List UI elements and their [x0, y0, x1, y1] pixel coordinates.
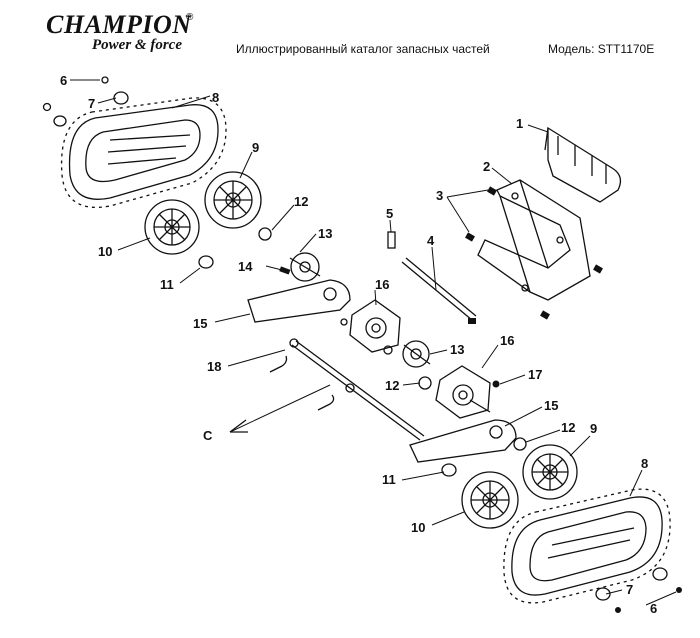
- track-lower-right: [503, 488, 671, 604]
- callout-6-upper: 6: [60, 73, 67, 88]
- callout-1: 1: [516, 116, 523, 131]
- callout-7-upper: 7: [88, 96, 95, 111]
- registered-mark: ®: [186, 12, 194, 23]
- key-14: [279, 266, 291, 275]
- callout-6-lower: 6: [650, 601, 657, 616]
- spacer-11-upper: [198, 255, 214, 269]
- brand-tagline: Power & force: [92, 37, 182, 53]
- housing-2: [477, 179, 591, 301]
- callout-5: 5: [386, 206, 393, 221]
- callout-16-upper: 16: [375, 277, 389, 292]
- callout-17: 17: [528, 367, 542, 382]
- callout-4: 4: [427, 233, 435, 248]
- callout-18: 18: [207, 359, 221, 374]
- bearing-housing-16-lower: [435, 365, 491, 419]
- callout-9-lower: 9: [590, 421, 597, 436]
- axle-18: [269, 338, 425, 441]
- callout-8-upper: 8: [212, 90, 219, 105]
- direction-label: C: [203, 428, 213, 443]
- callout-10-lower: 10: [411, 520, 425, 535]
- callout-14: 14: [238, 259, 253, 274]
- callout-16-lower: 16: [500, 333, 514, 348]
- wheel-9-upper: [204, 171, 262, 229]
- callout-10-upper: 10: [98, 244, 112, 259]
- brand-logo: CHAMPION: [46, 10, 192, 39]
- callout-15-lower: 15: [544, 398, 558, 413]
- wheel-10-upper: [144, 199, 200, 255]
- fasteners-upper-left: [42, 76, 129, 127]
- wheel-10-lower: [461, 471, 519, 529]
- arm-15-lower: [409, 419, 517, 463]
- callout-11-upper: 11: [160, 277, 174, 292]
- callout-3: 3: [436, 188, 443, 203]
- sprocket-13-lower: [402, 340, 431, 368]
- catalog-title: Иллюстрированный каталог запасных частей: [236, 42, 490, 56]
- fasteners-lower-right: [595, 567, 682, 613]
- callout-12-lower: 12: [561, 420, 575, 435]
- spacer-11-lower: [441, 463, 457, 477]
- bearing-housing-16-upper: [340, 299, 401, 355]
- model-label: Модель: STT1170E: [548, 42, 655, 56]
- wheel-9-lower: [522, 444, 578, 500]
- nut-12-middle: [418, 376, 432, 390]
- shaft-4: [401, 257, 477, 324]
- arm-15-upper: [247, 279, 351, 323]
- callout-12-middle: 12: [385, 378, 399, 393]
- callout-7-lower: 7: [626, 582, 633, 597]
- callout-2: 2: [483, 159, 490, 174]
- guard-1: [544, 126, 622, 203]
- track-upper-left: [60, 97, 227, 208]
- nut-12-lower: [513, 437, 527, 451]
- callout-13-upper: 13: [318, 226, 332, 241]
- callout-12-upper: 12: [294, 194, 308, 209]
- direction-arrow: [229, 384, 331, 433]
- callout-11-lower: 11: [382, 472, 396, 487]
- callout-15-upper: 15: [193, 316, 207, 331]
- bolt-17: [492, 380, 500, 388]
- sprocket-13-upper: [289, 252, 321, 282]
- nut-12-upper: [258, 227, 272, 241]
- callout-13-lower: 13: [450, 342, 464, 357]
- bolt-5: [387, 231, 396, 249]
- callout-8-lower: 8: [641, 456, 648, 471]
- catalog-header: CHAMPION ® Power & force Иллюстрированны…: [0, 0, 700, 64]
- callout-labels: 1 2 3 4 5 6 6 7 7 8 8 9 9 10 10 11 11 12…: [60, 73, 657, 616]
- callout-9-upper: 9: [252, 140, 259, 155]
- bolts-3: [465, 186, 603, 320]
- leader-lines: [70, 79, 677, 606]
